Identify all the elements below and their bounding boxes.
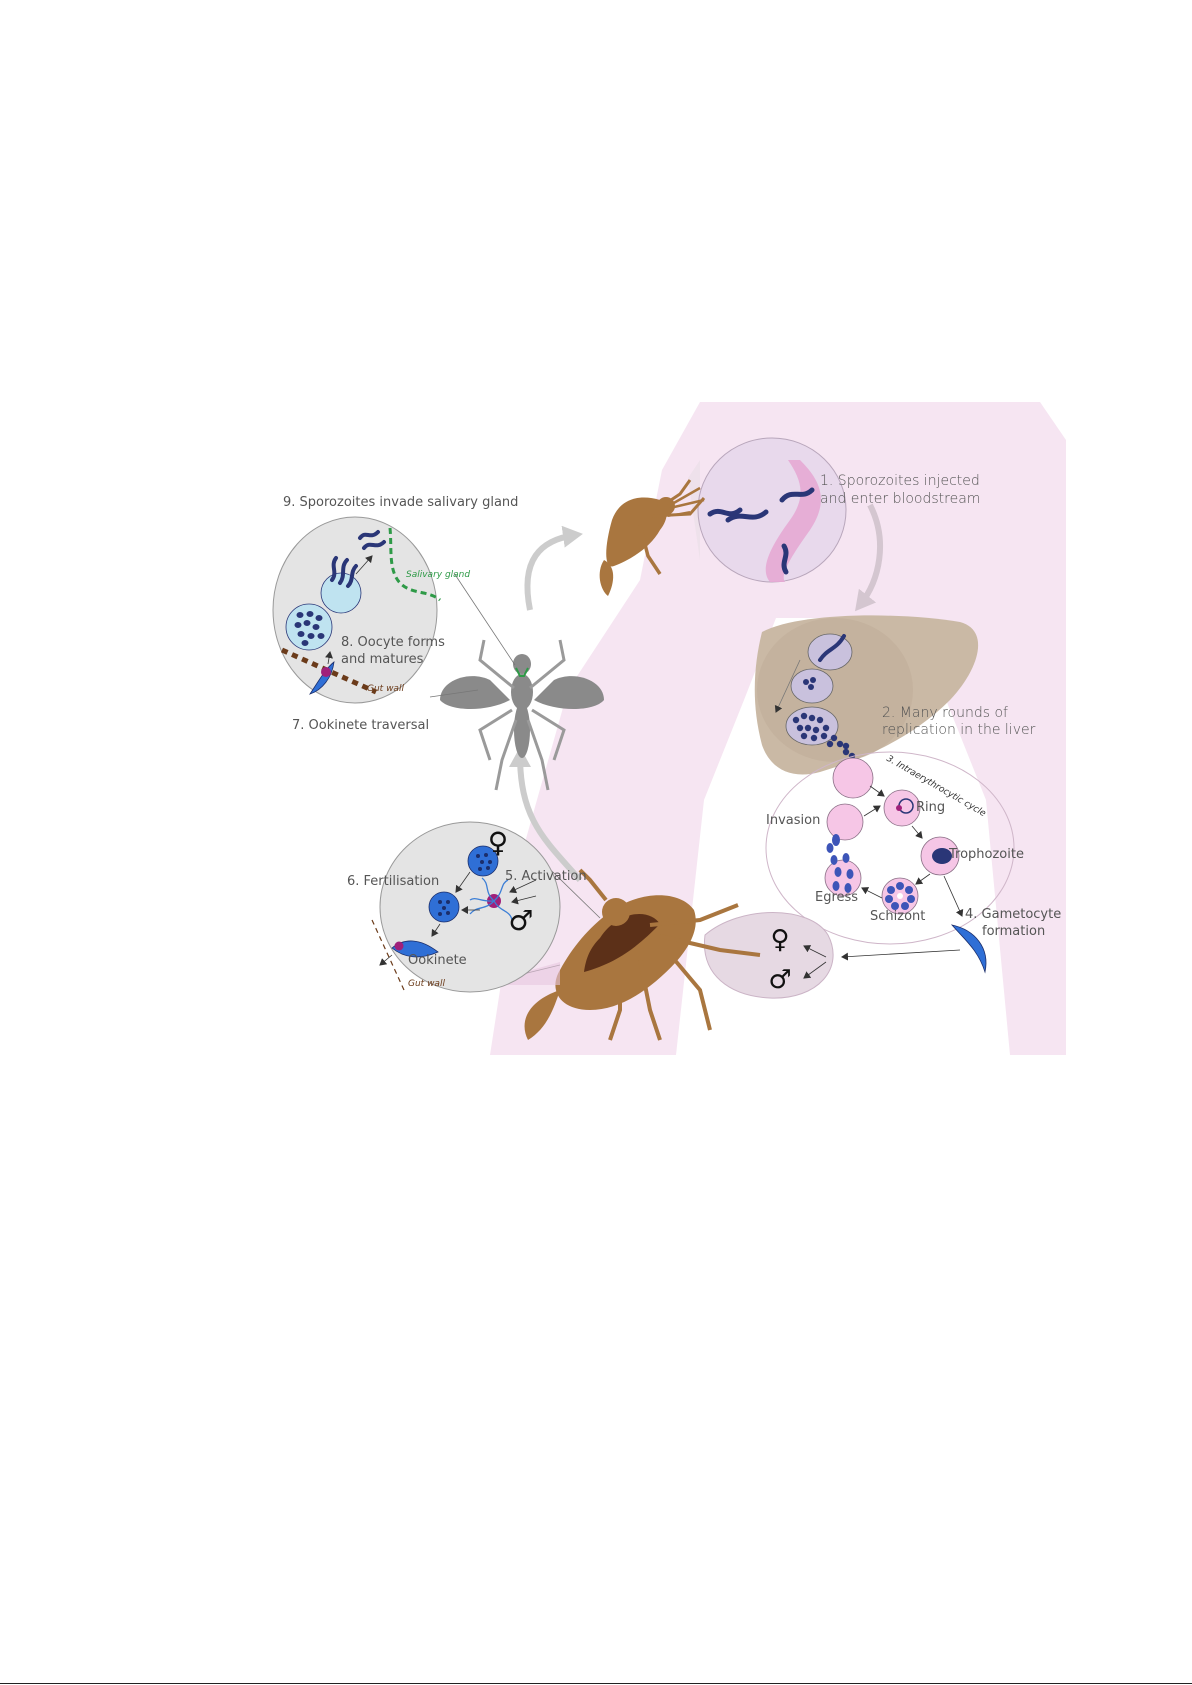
ring-label: Ring	[916, 800, 945, 815]
arrow-gametocyte-to-gametes	[841, 949, 961, 961]
male-gamete-symbol: ♂	[768, 965, 791, 995]
step1-label-line1: 1. Sporozoites injected	[820, 473, 980, 489]
cycle-arrows	[861, 785, 964, 917]
arrow-ookinete-to-oocyst	[325, 651, 333, 665]
activation-arrows	[509, 879, 537, 905]
step4-label-line1: 4. Gametocyte	[965, 907, 1061, 922]
step4-label-line2: formation	[982, 924, 1045, 939]
ookinete-nucleus	[321, 667, 331, 677]
ring-nucleus	[896, 805, 902, 811]
male-flagella	[469, 877, 513, 921]
ookinete-cell-nucleus	[394, 941, 404, 951]
invasion-label: Invasion	[766, 813, 820, 828]
step2-label-line1: 2. Many rounds of	[882, 705, 1008, 721]
rbc-entry	[832, 757, 874, 799]
salivary-gland-label: Salivary gland	[406, 570, 470, 580]
ookinete-label: Ookinete	[408, 953, 467, 968]
female-gametocyte-dots	[476, 853, 492, 871]
ookinete-cell	[391, 940, 439, 958]
blood-vessel	[765, 460, 821, 582]
step8-label-line2: and matures	[341, 652, 424, 667]
gametocyte	[950, 924, 987, 974]
ookinete-exit-arrow	[379, 954, 393, 966]
oocyst-nuclei	[294, 611, 325, 646]
mosquito-grey-center	[440, 639, 604, 791]
female-symbol-inset: ♀	[488, 826, 509, 859]
page-footer-rule	[0, 1683, 1192, 1684]
oocyst-young	[285, 603, 333, 651]
human-body-silhouette	[490, 402, 1066, 1055]
sporozoites-inset	[707, 487, 815, 575]
inset-top-connector-2	[429, 689, 479, 698]
step7-label: 7. Ookinete traversal	[292, 718, 429, 733]
inset-top-connector-1	[453, 572, 516, 666]
step5-label: 5. Activation	[505, 869, 587, 884]
schizont-hemozoin	[897, 893, 903, 899]
released-sporozoites	[358, 530, 386, 550]
rbc-invasion	[826, 803, 864, 841]
liver-sporozoite	[818, 634, 846, 662]
invading-merozoite	[832, 834, 840, 846]
intraerythrocytic-zone	[765, 751, 1015, 945]
fertilisation-arrows	[431, 871, 480, 937]
hepatocyte-2-nuclei	[803, 677, 816, 690]
egress-merozoites	[826, 843, 854, 893]
arrow-to-upper-mosquito	[524, 525, 583, 611]
mosquito-biting-lower	[524, 868, 761, 1041]
mosquito-biting-upper	[599, 479, 706, 596]
gut-wall-upper-label: Gut wall	[367, 684, 404, 694]
step9-label: 9. Sporozoites invade salivary gland	[283, 495, 518, 510]
step2-label-line2: replication in the liver	[882, 722, 1036, 738]
schizont-merozoites	[885, 882, 915, 910]
arrow-lower-to-grey-mosquito	[509, 747, 583, 882]
step1-label-line2: and enter bloodstream	[820, 491, 980, 507]
trophozoite-label: Trophozoite	[948, 847, 1024, 862]
liver-merozoites	[792, 712, 850, 750]
zygote-dots	[438, 900, 450, 916]
arrow-oocyst-to-gland	[355, 555, 373, 575]
step6-label: 6. Fertilisation	[347, 874, 439, 889]
female-gamete-symbol: ♀	[770, 925, 789, 955]
arrow-blood-to-liver	[855, 503, 883, 612]
inset-salivary-midgut	[272, 516, 438, 704]
merozoite-stream	[842, 748, 856, 760]
liver-inner-arrow	[774, 659, 801, 713]
gamete-arrows	[803, 945, 827, 979]
schizont-label: Schizont	[870, 909, 925, 924]
egress-label: Egress	[815, 890, 858, 905]
sporozoites-in-oocyst	[330, 556, 358, 588]
gut-wall-lower	[371, 919, 405, 991]
gut-wall-lower-label: Gut wall	[408, 979, 445, 989]
gametes-pocket	[703, 912, 834, 999]
trophozoite-parasite	[932, 848, 952, 864]
male-symbol-inset: ♂	[508, 904, 533, 937]
step8-label-line1: 8. Oocyte forms	[341, 635, 445, 650]
